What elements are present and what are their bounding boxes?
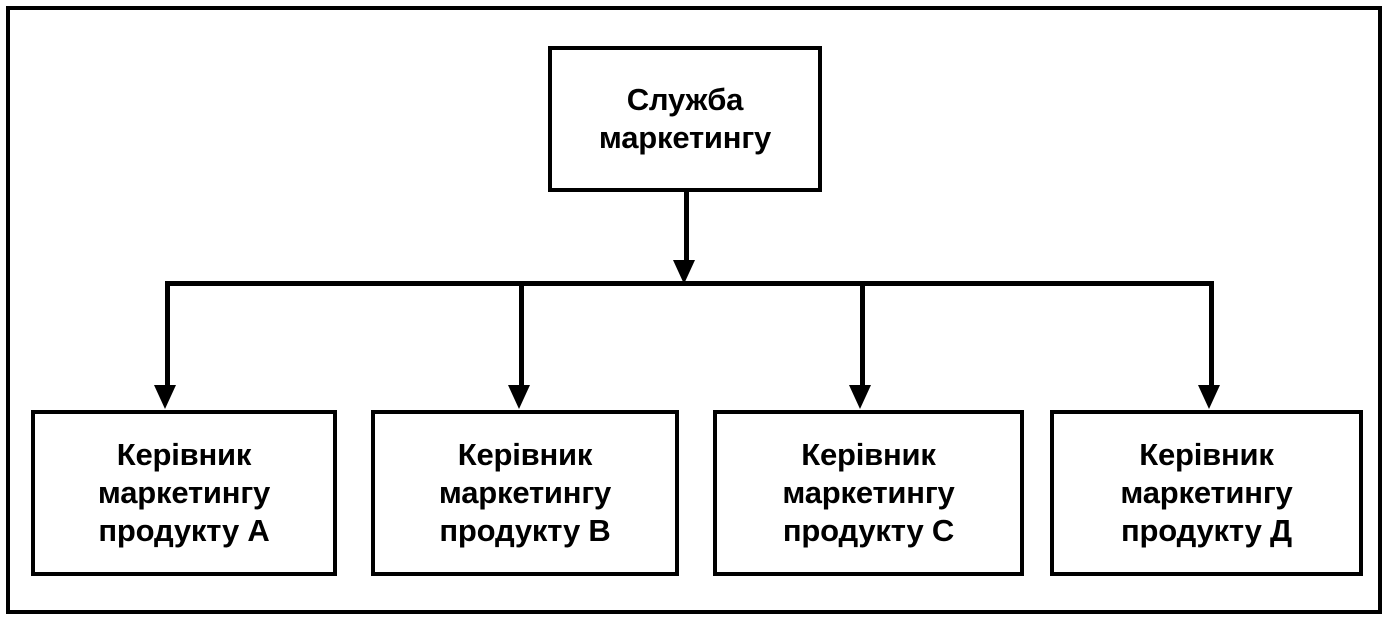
connector-vertical-child-d [1209, 281, 1214, 387]
arrowhead-child-d-icon [1198, 385, 1220, 409]
org-node-child-a-label: Керівник маркетингу продукту А [97, 436, 271, 549]
arrowhead-child-c-icon [849, 385, 871, 409]
arrowhead-child-a-icon [154, 385, 176, 409]
org-node-child-c-label: Керівник маркетингу продукту С [782, 436, 955, 549]
arrowhead-child-b-icon [508, 385, 530, 409]
org-node-root-label: Служба маркетингу [598, 81, 772, 155]
org-node-child-c[interactable]: Керівник маркетингу продукту С [713, 410, 1024, 576]
org-node-child-b-label: Керівник маркетингу продукту В [438, 436, 612, 549]
connector-vertical-child-b [519, 281, 524, 387]
diagram-outer-frame [6, 6, 1382, 614]
connector-root-vertical [684, 192, 689, 264]
connector-vertical-child-a [165, 281, 170, 387]
connector-horizontal-bus [165, 281, 1214, 286]
org-node-child-d[interactable]: Керівник маркетингу продукту Д [1050, 410, 1363, 576]
org-node-child-b[interactable]: Керівник маркетингу продукту В [371, 410, 679, 576]
org-node-root[interactable]: Служба маркетингу [548, 46, 822, 192]
org-node-child-d-label: Керівник маркетингу продукту Д [1120, 436, 1293, 549]
connector-vertical-child-c [860, 281, 865, 387]
arrowhead-root-to-bus-icon [673, 260, 695, 284]
org-node-child-a[interactable]: Керівник маркетингу продукту А [31, 410, 337, 576]
